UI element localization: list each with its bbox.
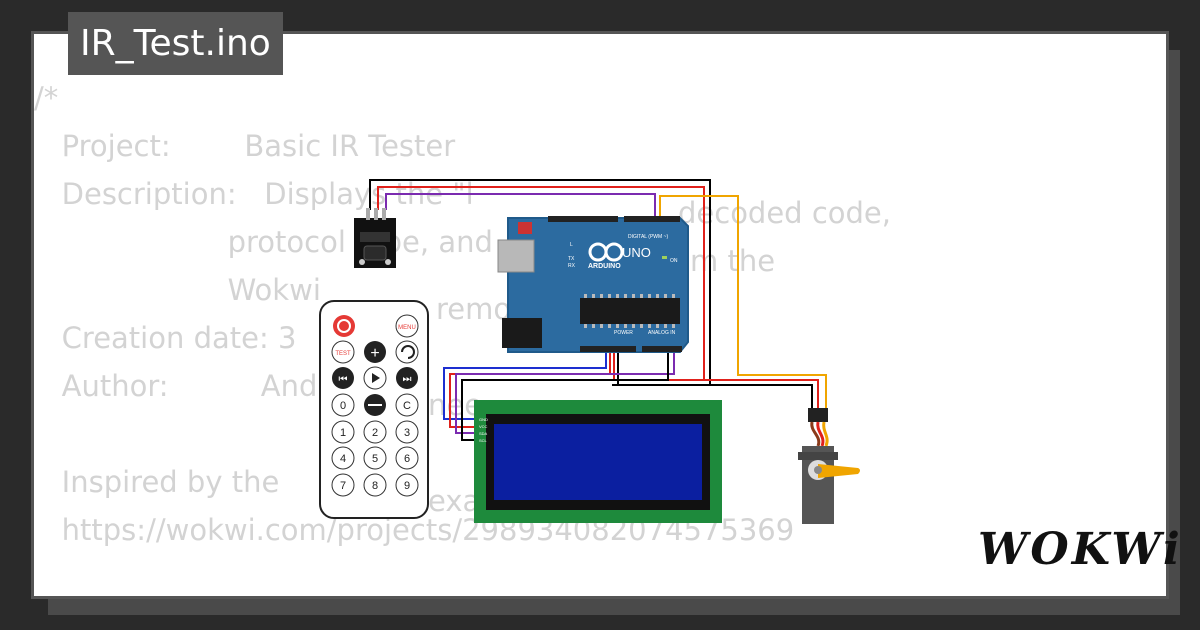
remote-next-button	[396, 367, 418, 389]
wire-servo-vcc	[613, 352, 819, 408]
code-fragment-example: exa	[428, 484, 481, 518]
lcd-display[interactable]: GND VCC SDA SCL	[474, 400, 722, 523]
servo-horn	[818, 464, 860, 478]
code-line-3: Description: Displays the "l	[34, 177, 474, 211]
header-analog	[642, 346, 682, 352]
analog-label: ANALOG IN	[648, 330, 676, 336]
arduino-model-label: UNO	[622, 245, 651, 260]
servo-connector	[808, 408, 828, 422]
remote-c-button	[395, 393, 419, 417]
arduino-brand-label: ARDUINO	[588, 263, 621, 270]
power-label: POWER	[614, 330, 633, 336]
lcd-pin-vcc: VCC	[479, 424, 488, 429]
minus-icon	[368, 404, 382, 406]
remote-digit-1-label: 1	[340, 427, 346, 439]
back-icon	[401, 345, 415, 359]
remote-digit-2	[363, 420, 387, 444]
power-jack	[502, 318, 542, 348]
lcd-screen	[494, 424, 702, 500]
wokwi-logo[interactable]: WOKWi	[978, 524, 1183, 575]
header-power	[580, 346, 636, 352]
remote-zero-label: 0	[340, 400, 346, 412]
remote-digit-8	[363, 473, 387, 497]
next-icon: ⏭	[403, 374, 412, 385]
wire-lcd-gnd	[461, 352, 669, 441]
code-line-6: Creation date: 3	[34, 321, 297, 355]
code-line-7: Author: And	[34, 369, 318, 403]
tx-label: TX	[568, 256, 575, 262]
remote-back-button	[395, 340, 419, 364]
remote-c-label: C	[403, 400, 411, 412]
atmega-chip	[580, 298, 680, 324]
header-digital-left	[548, 216, 618, 222]
remote-menu-label: MENU	[398, 325, 416, 331]
remote-digit-7	[331, 473, 355, 497]
remote-test-label: TEST	[335, 351, 351, 357]
code-line-2: Project: Basic IR Tester	[34, 129, 456, 163]
remote-digit-3-label: 3	[404, 427, 410, 439]
l-label: L	[570, 242, 573, 248]
lcd-pin-gnd: GND	[479, 417, 488, 422]
remote-power-button	[333, 315, 355, 337]
remote-digit-5	[363, 446, 387, 470]
remote-digit-1	[331, 420, 355, 444]
remote-digit-4-label: 4	[340, 453, 346, 465]
remote-digit-5-label: 5	[372, 453, 378, 465]
ir-remote[interactable]: MENU TEST + ⏮ ⏭ 0 C 1 2 3 4	[319, 300, 429, 519]
ir-receiver[interactable]	[354, 208, 396, 268]
remote-test-button	[331, 340, 355, 364]
plus-icon: +	[370, 345, 379, 362]
header-digital-right	[624, 216, 680, 222]
code-line-5: Wokwi	[34, 273, 321, 307]
remote-digit-2-label: 2	[372, 427, 378, 439]
wire-servo-signal	[659, 195, 827, 408]
servo-motor[interactable]	[798, 408, 860, 524]
wire-servo-gnd	[617, 352, 813, 408]
play-icon	[372, 373, 380, 383]
project-title[interactable]: IR_Test.ino	[68, 12, 283, 75]
lcd-pin-sda: SDA	[479, 431, 488, 436]
code-fragment-remote: remo	[436, 292, 512, 326]
wire-lcd-sda	[455, 352, 675, 434]
wires	[369, 179, 827, 441]
power-icon	[337, 319, 351, 333]
code-line-9: Inspired by the	[34, 465, 280, 499]
remote-digit-4	[331, 446, 355, 470]
remote-digit-9	[395, 473, 419, 497]
remote-digit-3	[395, 420, 419, 444]
usb-port	[497, 239, 535, 273]
prev-icon: ⏮	[339, 374, 348, 385]
arduino-uno[interactable]: UNO ARDUINO DIGITAL (PWM ~) POWER ANALOG…	[497, 216, 689, 353]
remote-digit-7-label: 7	[340, 480, 346, 492]
code-fragment-decoded: decoded code,	[678, 196, 891, 230]
remote-digit-6	[395, 446, 419, 470]
on-label: ON	[670, 258, 678, 264]
wire-ir-signal	[385, 193, 656, 218]
remote-menu-button	[395, 314, 419, 338]
remote-plus-button	[364, 341, 386, 363]
reset-button	[518, 222, 532, 234]
on-led	[662, 256, 667, 259]
arduino-logo-icon	[588, 242, 624, 262]
rx-label: RX	[568, 263, 576, 269]
remote-zero-button	[331, 393, 355, 417]
remote-digit-8-label: 8	[372, 480, 378, 492]
lcd-pin-scl: SCL	[479, 438, 488, 443]
remote-digit-9-label: 9	[404, 480, 410, 492]
code-line-1: /*	[34, 81, 59, 115]
remote-prev-button	[332, 367, 354, 389]
digital-label: DIGITAL (PWM ~)	[628, 234, 668, 240]
wire-lcd-vcc	[449, 352, 611, 428]
remote-digit-6-label: 6	[404, 453, 410, 465]
